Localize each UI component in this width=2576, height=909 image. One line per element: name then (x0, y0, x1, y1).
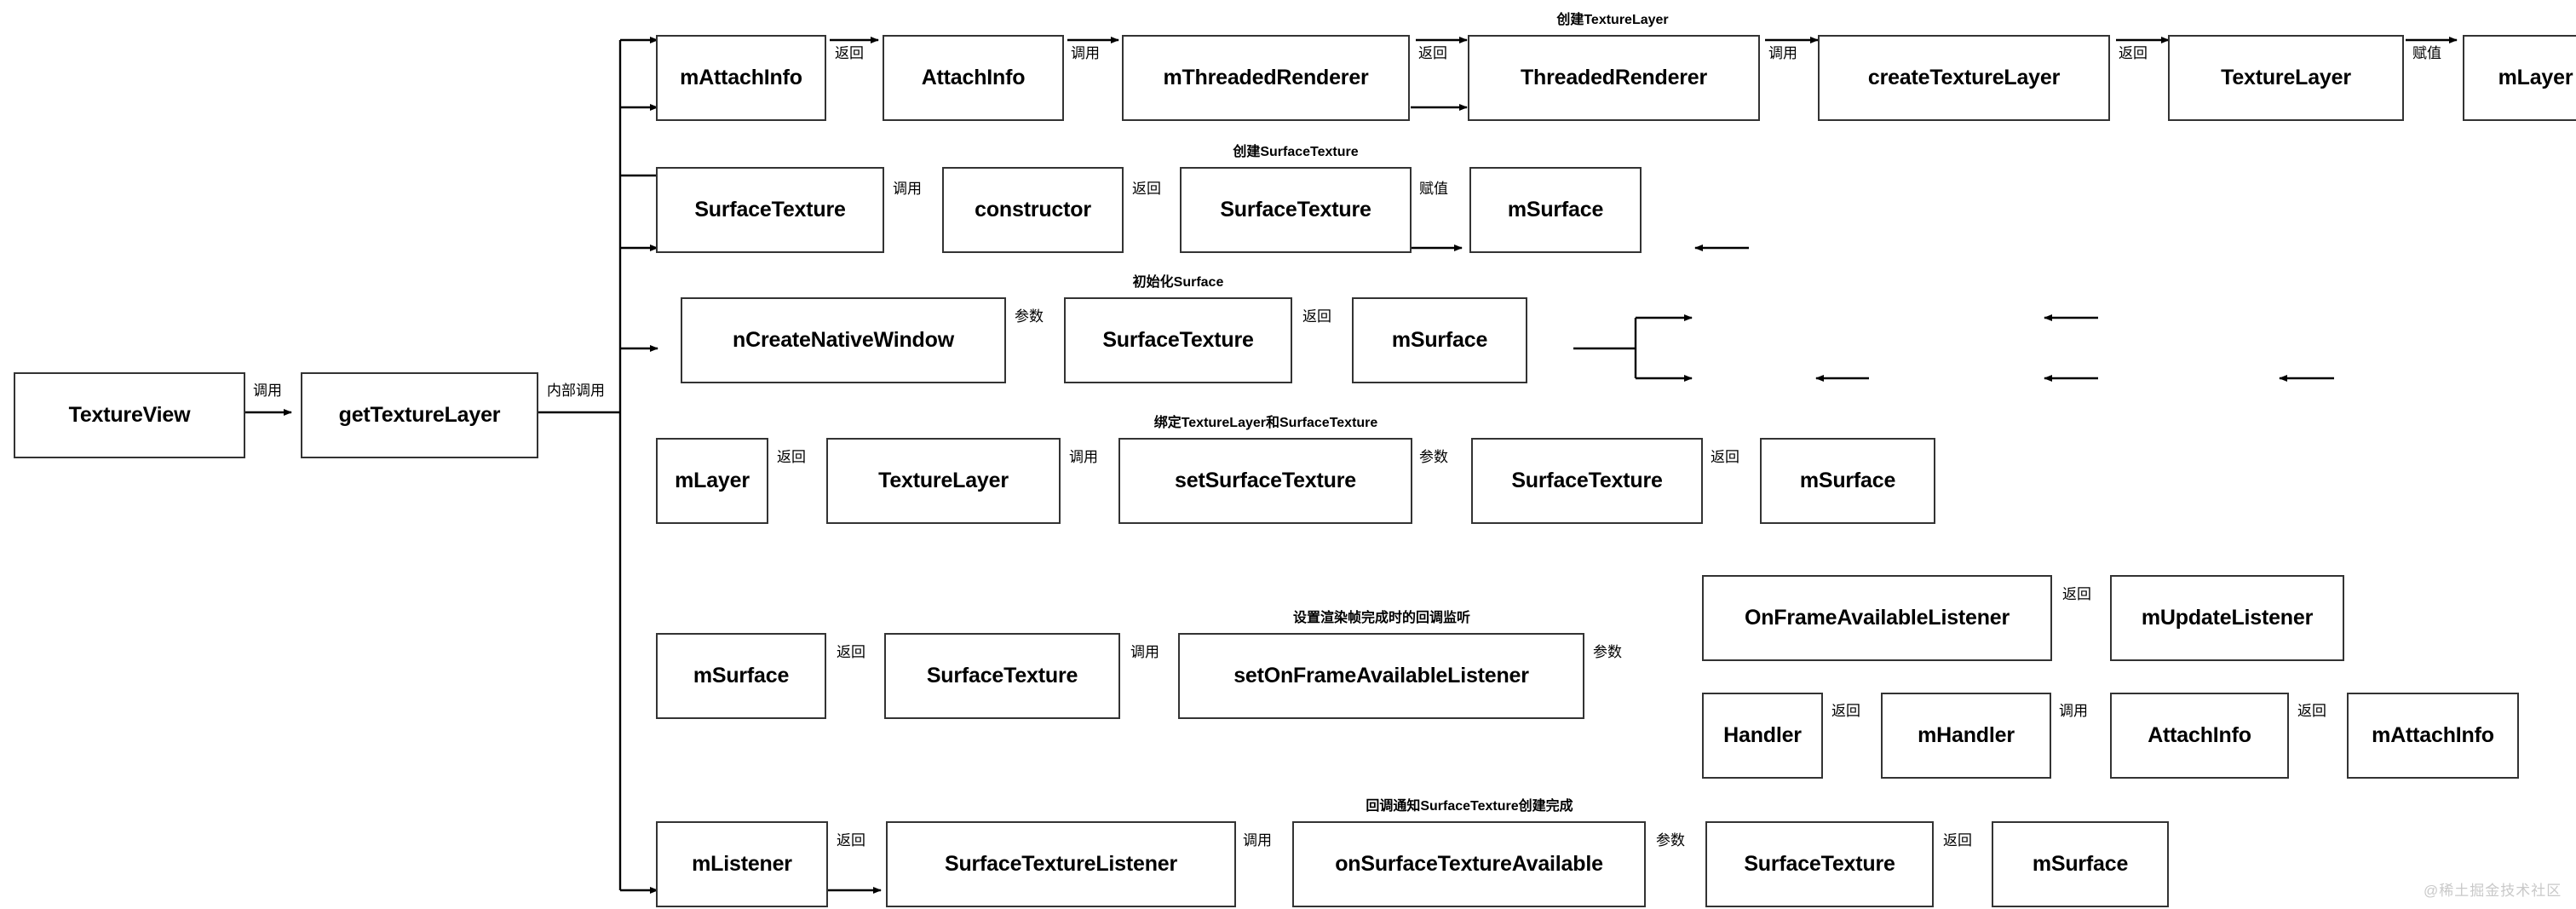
group-label-4: 绑定TextureLayer和SurfaceTexture (1153, 416, 1378, 430)
edge-label-r5-2: 调用 (1130, 644, 1159, 660)
group-label-6: 回调通知SurfaceTexture创建完成 (1366, 799, 1573, 814)
edge-label-r1-1: 返回 (835, 45, 864, 61)
node-mlistener[interactable]: mListener (656, 821, 828, 907)
edge-label-r1-6: 赋值 (2412, 45, 2441, 61)
node-threadedrenderer[interactable]: ThreadedRenderer (1468, 35, 1760, 121)
node-textureview[interactable]: TextureView (14, 372, 245, 458)
edge-label-inner-call: 内部调用 (547, 383, 605, 399)
edge-label-r1-2: 调用 (1071, 45, 1100, 61)
node-setsurfacetexture[interactable]: setSurfaceTexture (1118, 438, 1412, 524)
watermark: @稀土掘金技术社区 (2424, 883, 2562, 899)
group-label-2: 创建SurfaceTexture (1233, 145, 1359, 159)
edge-label-r5-6: 调用 (2059, 703, 2088, 719)
edge-label-r5-3: 参数 (1593, 644, 1622, 660)
node-mattachinfo-r5[interactable]: mAttachInfo (2347, 693, 2519, 779)
node-setonframeavail[interactable]: setOnFrameAvailableListener (1178, 633, 1584, 719)
node-constructor[interactable]: constructor (942, 167, 1124, 253)
node-msurface-r6[interactable]: mSurface (1992, 821, 2169, 907)
edge-label-r4-3: 参数 (1419, 449, 1448, 465)
edge-label-r2-3: 赋值 (1419, 181, 1448, 197)
node-mlayer-1[interactable]: mLayer (2463, 35, 2576, 121)
edge-label-r5-1: 返回 (837, 644, 865, 660)
edge-label-r3-2: 返回 (1302, 308, 1331, 325)
edge-label-call-root: 调用 (253, 383, 282, 399)
edge-label-r4-4: 返回 (1711, 449, 1739, 465)
edge-label-r6-4: 返回 (1943, 832, 1972, 849)
node-texturelayer-r4[interactable]: TextureLayer (826, 438, 1061, 524)
node-surfacetexture-r4[interactable]: SurfaceTexture (1471, 438, 1703, 524)
node-msurface-r4[interactable]: mSurface (1760, 438, 1935, 524)
group-label-1: 创建TextureLayer (1556, 13, 1669, 27)
node-handler[interactable]: Handler (1702, 693, 1823, 779)
edge-label-r6-3: 参数 (1656, 832, 1685, 849)
node-surfacetexturelistener[interactable]: SurfaceTextureListener (886, 821, 1236, 907)
edge-label-r2-2: 返回 (1132, 181, 1161, 197)
node-msurface-r5[interactable]: mSurface (656, 633, 826, 719)
node-ncreatenativewindow[interactable]: nCreateNativeWindow (681, 297, 1006, 383)
node-surfacetexture-r5[interactable]: SurfaceTexture (884, 633, 1120, 719)
edge-label-r1-5: 返回 (2119, 45, 2148, 61)
edge-label-r3-1: 参数 (1015, 308, 1044, 325)
edge-label-r6-2: 调用 (1243, 832, 1272, 849)
node-attachinfo-1[interactable]: AttachInfo (883, 35, 1064, 121)
group-label-5: 设置渲染帧完成时的回调监听 (1292, 611, 1471, 625)
node-attachinfo-r5[interactable]: AttachInfo (2110, 693, 2289, 779)
node-mthreadedrenderer[interactable]: mThreadedRenderer (1122, 35, 1410, 121)
edge-label-r4-2: 调用 (1069, 449, 1098, 465)
node-surfacetexture-r6[interactable]: SurfaceTexture (1705, 821, 1934, 907)
node-mhandler[interactable]: mHandler (1881, 693, 2051, 779)
edge-label-r5-4: 返回 (2062, 586, 2091, 602)
node-onframeavaillistener[interactable]: OnFrameAvailableListener (1702, 575, 2052, 661)
group-label-3: 初始化Surface (1132, 275, 1224, 290)
edge-label-r5-7: 返回 (2297, 703, 2326, 719)
node-mattachinfo-1[interactable]: mAttachInfo (656, 35, 826, 121)
node-texturelayer-1[interactable]: TextureLayer (2168, 35, 2404, 121)
node-createtexturelayer[interactable]: createTextureLayer (1818, 35, 2110, 121)
node-msurface-r3[interactable]: mSurface (1352, 297, 1527, 383)
edge-label-r5-5: 返回 (1831, 703, 1860, 719)
node-surfacetexture-r3[interactable]: SurfaceTexture (1064, 297, 1292, 383)
edge-label-r1-4: 调用 (1768, 45, 1797, 61)
node-msurface-r2[interactable]: mSurface (1469, 167, 1642, 253)
node-gettexturelayer[interactable]: getTextureLayer (301, 372, 538, 458)
node-mupdatelistener[interactable]: mUpdateListener (2110, 575, 2344, 661)
node-surfacetexture-r2a[interactable]: SurfaceTexture (656, 167, 884, 253)
edge-label-r6-1: 返回 (837, 832, 865, 849)
node-mlayer-r4[interactable]: mLayer (656, 438, 768, 524)
edge-label-r1-3: 返回 (1418, 45, 1447, 61)
edge-label-r2-1: 调用 (893, 181, 922, 197)
edge-label-r4-1: 返回 (777, 449, 806, 465)
node-surfacetexture-r2b[interactable]: SurfaceTexture (1180, 167, 1412, 253)
node-onsurfacetextureavail[interactable]: onSurfaceTextureAvailable (1292, 821, 1646, 907)
